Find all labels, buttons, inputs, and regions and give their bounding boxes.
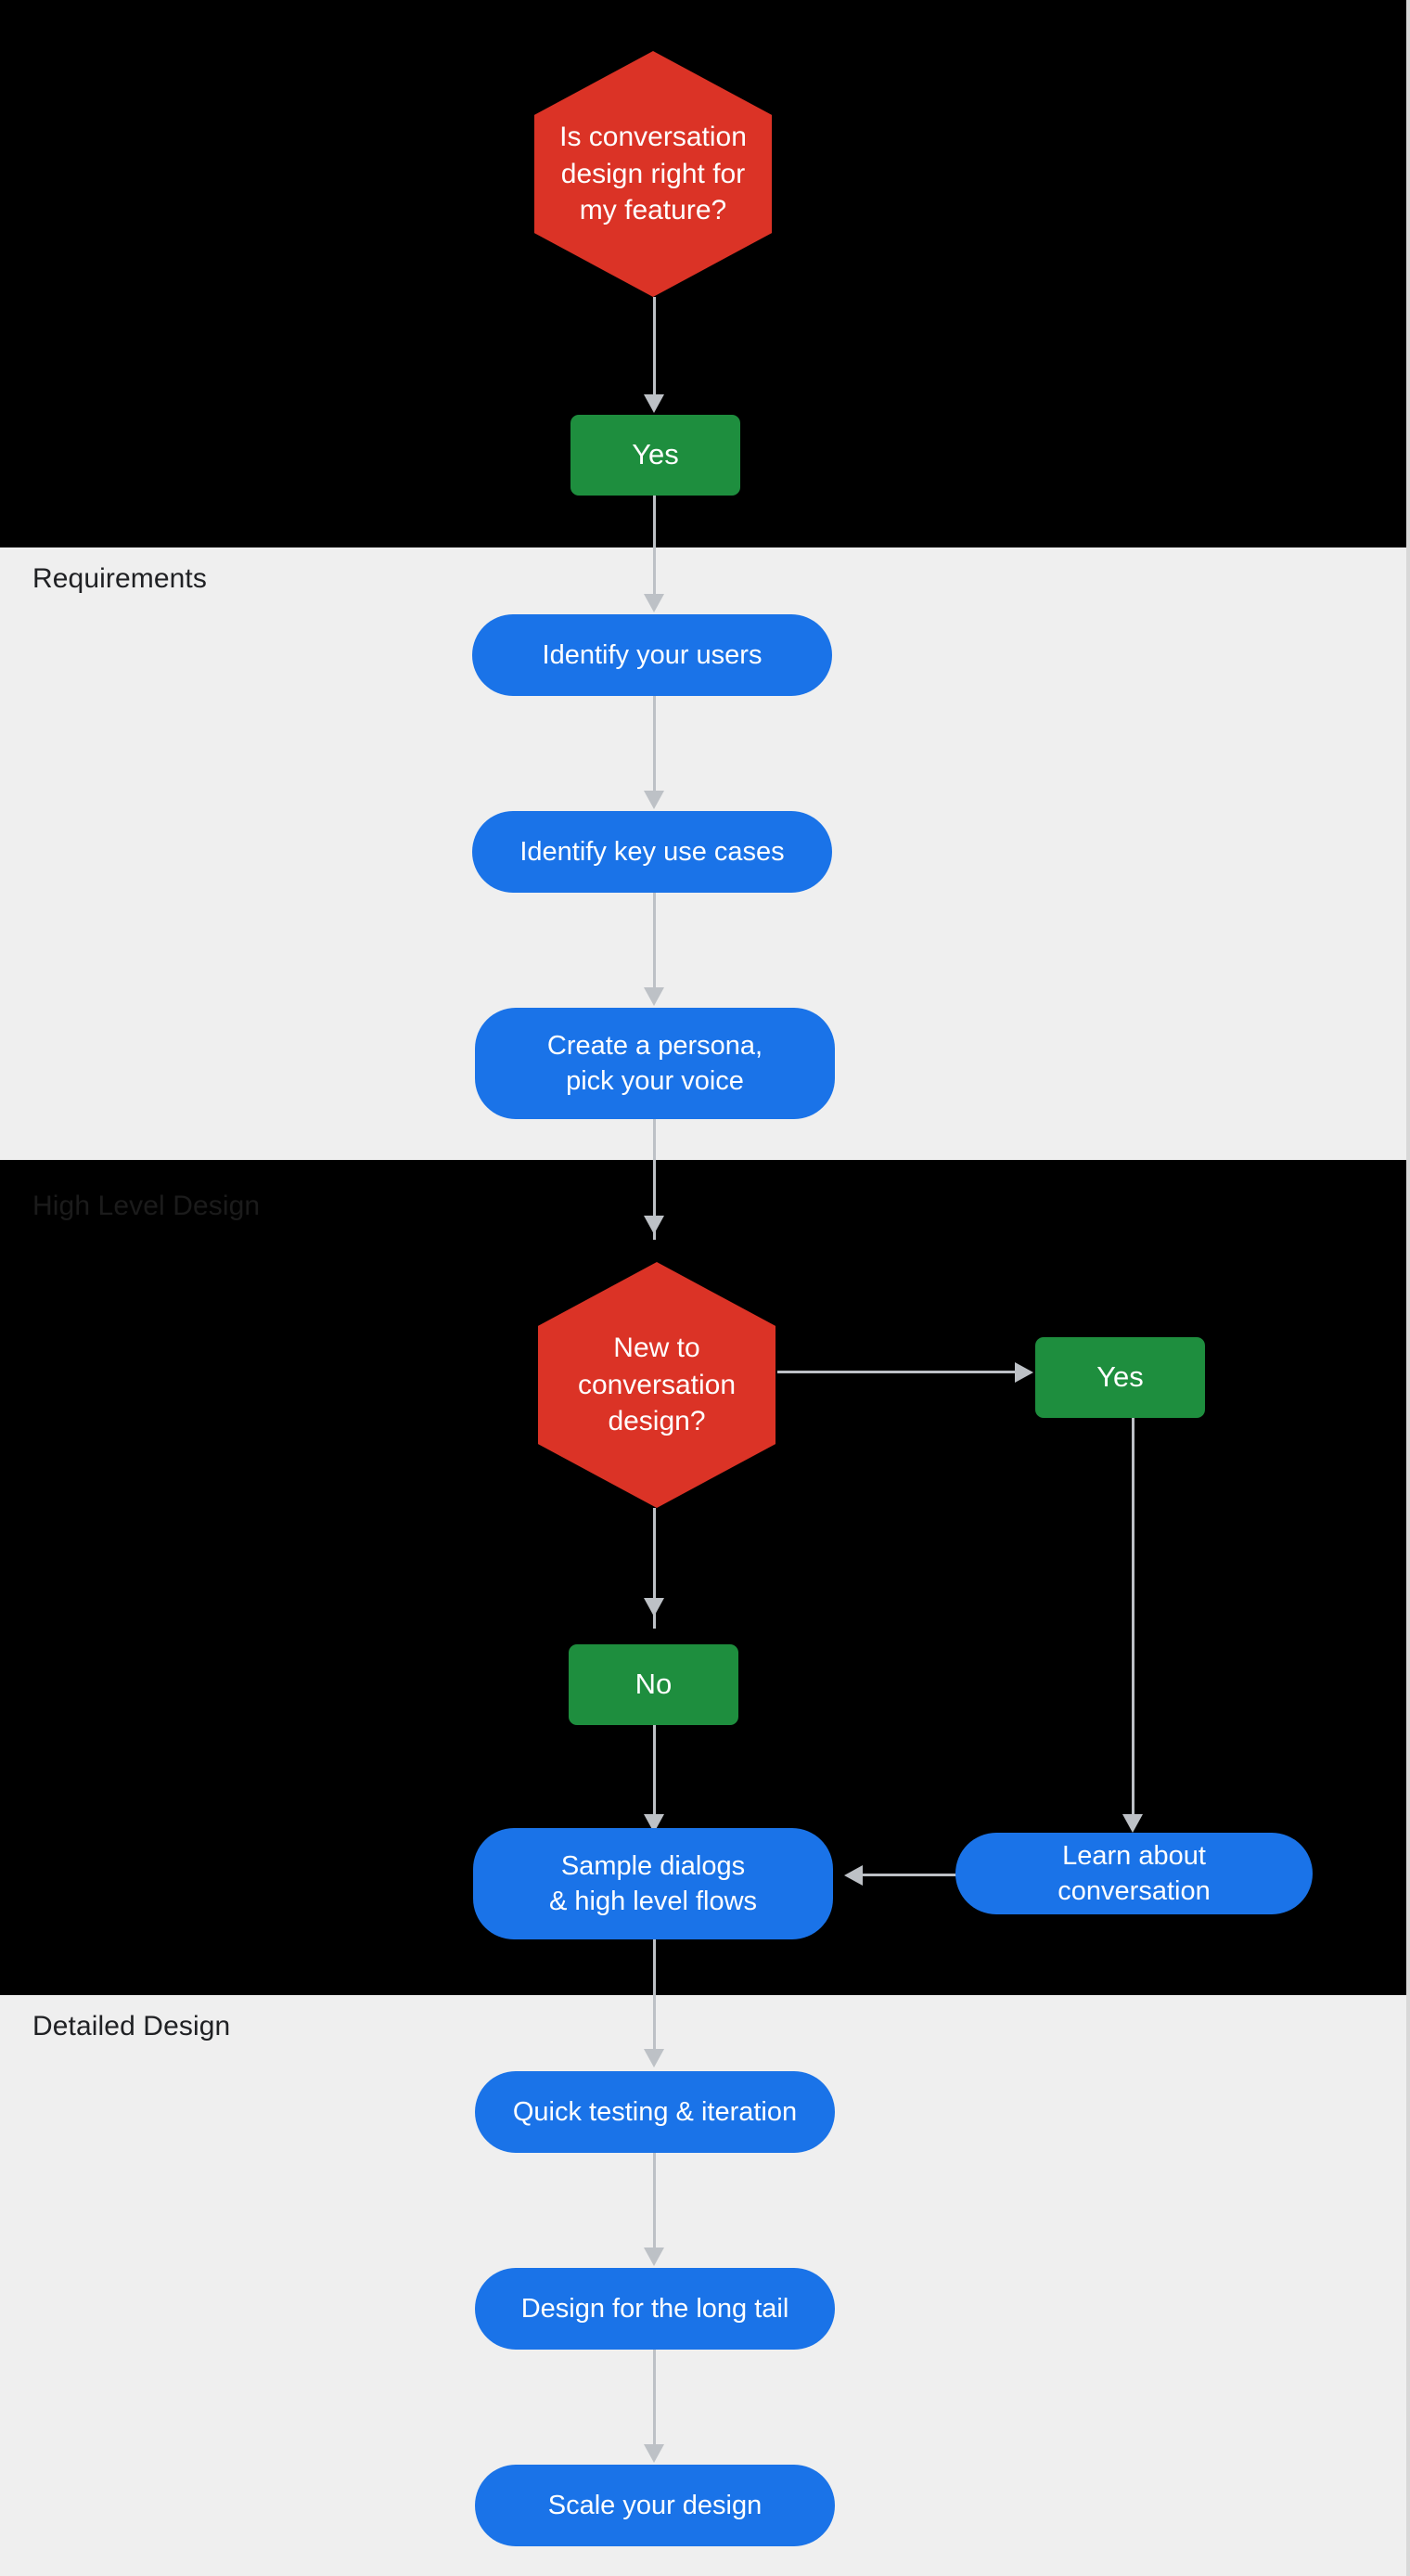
edge-users-usecases-arrow (644, 791, 664, 809)
edge-q2-no2 (653, 1508, 656, 1629)
edge-learn-samples-arrow (844, 1865, 863, 1886)
edge-q1-yes1 (653, 297, 656, 399)
edge-persona-q2-arrow (644, 1216, 664, 1234)
edge-yes2-learn-arrow (1122, 1814, 1143, 1833)
node-step-create-persona-pick-voice[interactable]: Create a persona, pick your voice (475, 1008, 835, 1119)
edge-usecases-persona (653, 893, 656, 1000)
edge-learn-samples (863, 1874, 1011, 1876)
node-step-design-for-long-tail[interactable]: Design for the long tail (475, 2268, 835, 2350)
node-step-identify-your-users[interactable]: Identify your users (472, 614, 832, 696)
edge-samples-testing-arrow (644, 2049, 664, 2067)
node-label: Is conversation design right for my feat… (559, 122, 747, 226)
band-label-detailed-design: Detailed Design (32, 2011, 231, 2041)
node-label: Yes (1096, 1360, 1144, 1394)
node-step-scale-your-design[interactable]: Scale your design (475, 2465, 835, 2546)
edge-testing-longtail-arrow (644, 2248, 664, 2266)
node-label: Scale your design (547, 2490, 763, 2520)
node-answer-no[interactable]: No (569, 1644, 738, 1725)
node-label: Identify your users (542, 639, 763, 670)
node-label: Identify key use cases (519, 836, 785, 867)
node-label: Learn about conversation (1058, 1840, 1211, 1906)
node-step-learn-about-conversation[interactable]: Learn about conversation (955, 1833, 1313, 1914)
node-label: Yes (632, 438, 679, 471)
band-label-high-level-design: High Level Design (32, 1191, 261, 1221)
edge-q2-no2-arrow (644, 1598, 664, 1616)
node-step-identify-key-use-cases[interactable]: Identify key use cases (472, 811, 832, 893)
edge-no2-samples (653, 1725, 656, 1827)
node-label: Design for the long tail (520, 2293, 789, 2324)
edge-samples-testing (653, 1939, 656, 2062)
edge-longtail-scale-arrow (644, 2444, 664, 2463)
edge-yes1-users (653, 496, 656, 607)
edge-yes1-users-arrow (644, 594, 664, 612)
edge-q2-yes2 (777, 1371, 1019, 1373)
edge-testing-longtail (653, 2153, 656, 2260)
edge-users-usecases (653, 696, 656, 804)
band-label-requirements: Requirements (32, 563, 207, 594)
node-step-quick-testing-iteration[interactable]: Quick testing & iteration (475, 2071, 835, 2153)
edge-persona-q2 (653, 1119, 656, 1240)
node-answer-yes-1[interactable]: Yes (570, 415, 740, 496)
node-label: No (634, 1668, 673, 1701)
edge-longtail-scale (653, 2350, 656, 2457)
edge-q1-yes1-arrow (644, 394, 664, 413)
edge-q2-yes2-arrow (1015, 1362, 1033, 1383)
node-label: Quick testing & iteration (512, 2096, 798, 2127)
node-step-sample-dialogs-high-level-flows[interactable]: Sample dialogs & high level flows (473, 1828, 833, 1939)
node-label: Create a persona, pick your voice (546, 1030, 763, 1096)
edge-yes2-learn (1132, 1418, 1134, 1826)
node-answer-yes-2[interactable]: Yes (1035, 1337, 1205, 1418)
edge-usecases-persona-arrow (644, 987, 664, 1006)
node-label: Sample dialogs & high level flows (548, 1850, 758, 1916)
node-label: New to conversation design? (577, 1333, 737, 1437)
